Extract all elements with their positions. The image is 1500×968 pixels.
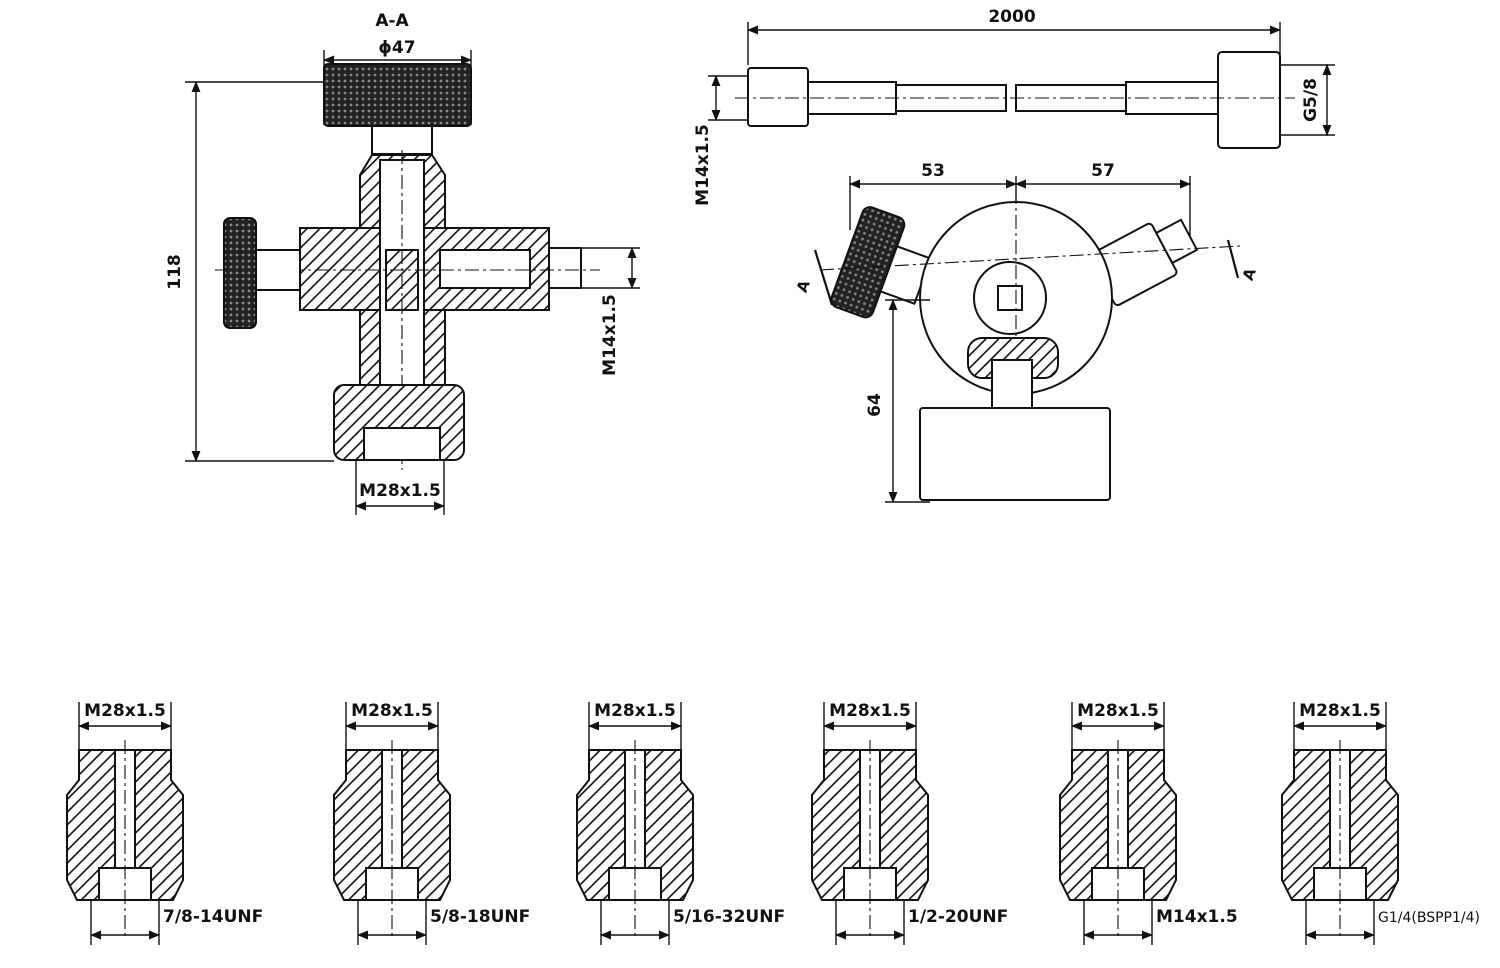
section-mark-right: A xyxy=(1239,265,1260,282)
adapter-3: M28x1.5 5/16-32UNF xyxy=(576,701,785,945)
section-title: A-A xyxy=(375,11,409,31)
adapter-bottom-thread-label: 7/8-14UNF xyxy=(163,907,263,927)
adapter-4: M28x1.5 1/2-20UNF xyxy=(811,701,1008,945)
adapter-top-thread-label: M28x1.5 xyxy=(829,701,911,721)
side-thread-label: M14x1.5 xyxy=(600,294,620,376)
adapter-6: M28x1.5G1/4(BSPP1/4) xyxy=(1281,701,1480,945)
hose-right-nut xyxy=(1217,51,1281,149)
adapter-top-thread-label: M28x1.5 xyxy=(594,701,676,721)
hose-right-thread-label: G5/8 xyxy=(1301,78,1321,122)
adapter-bottom-thread-label: 5/8-18UNF xyxy=(430,907,530,927)
side-knob xyxy=(223,217,257,329)
adapter-top-thread-label: M28x1.5 xyxy=(1299,701,1381,721)
hose-left-nut xyxy=(747,67,809,127)
section-view: A-A ϕ47 118 M14x1.5 xyxy=(165,11,640,515)
adapter-top-thread-label: M28x1.5 xyxy=(84,701,166,721)
right-offset-label: 57 xyxy=(1091,161,1115,181)
adapter-bottom-thread-label: G1/4(BSPP1/4) xyxy=(1378,910,1480,926)
adapter-bottom-thread-label: M14x1.5 xyxy=(1156,907,1238,927)
adapter-top-thread-label: M28x1.5 xyxy=(1077,701,1159,721)
adapter-bottom-thread-label: 1/2-20UNF xyxy=(908,907,1008,927)
adapters-row: M28x1.5 7/8-14UNF M28x1.5 5/8-18UNF M28x1.5 5… xyxy=(66,701,1480,945)
height-label: 118 xyxy=(165,254,185,290)
knob-diameter-label: ϕ47 xyxy=(378,38,415,58)
gauge-block xyxy=(919,407,1111,501)
adapter-2: M28x1.5 5/8-18UNF xyxy=(333,701,530,945)
hose-view: 2000 M14x1.5 G5/8 xyxy=(693,7,1335,206)
section-mark-left: A xyxy=(793,277,814,294)
handwheel-knob xyxy=(323,63,472,127)
hose-left-thread-label: M14x1.5 xyxy=(693,124,713,206)
hose-length-label: 2000 xyxy=(988,7,1035,27)
left-offset-label: 53 xyxy=(921,161,945,181)
adapter-top-thread-label: M28x1.5 xyxy=(351,701,433,721)
adapter-bottom-thread-label: 5/16-32UNF xyxy=(673,907,785,927)
bottom-thread-label: M28x1.5 xyxy=(359,481,441,501)
adapter-1: M28x1.5 7/8-14UNF xyxy=(66,701,263,945)
top-view: 53 57 64 A A xyxy=(793,161,1260,504)
top-view-height-label: 64 xyxy=(865,393,885,417)
